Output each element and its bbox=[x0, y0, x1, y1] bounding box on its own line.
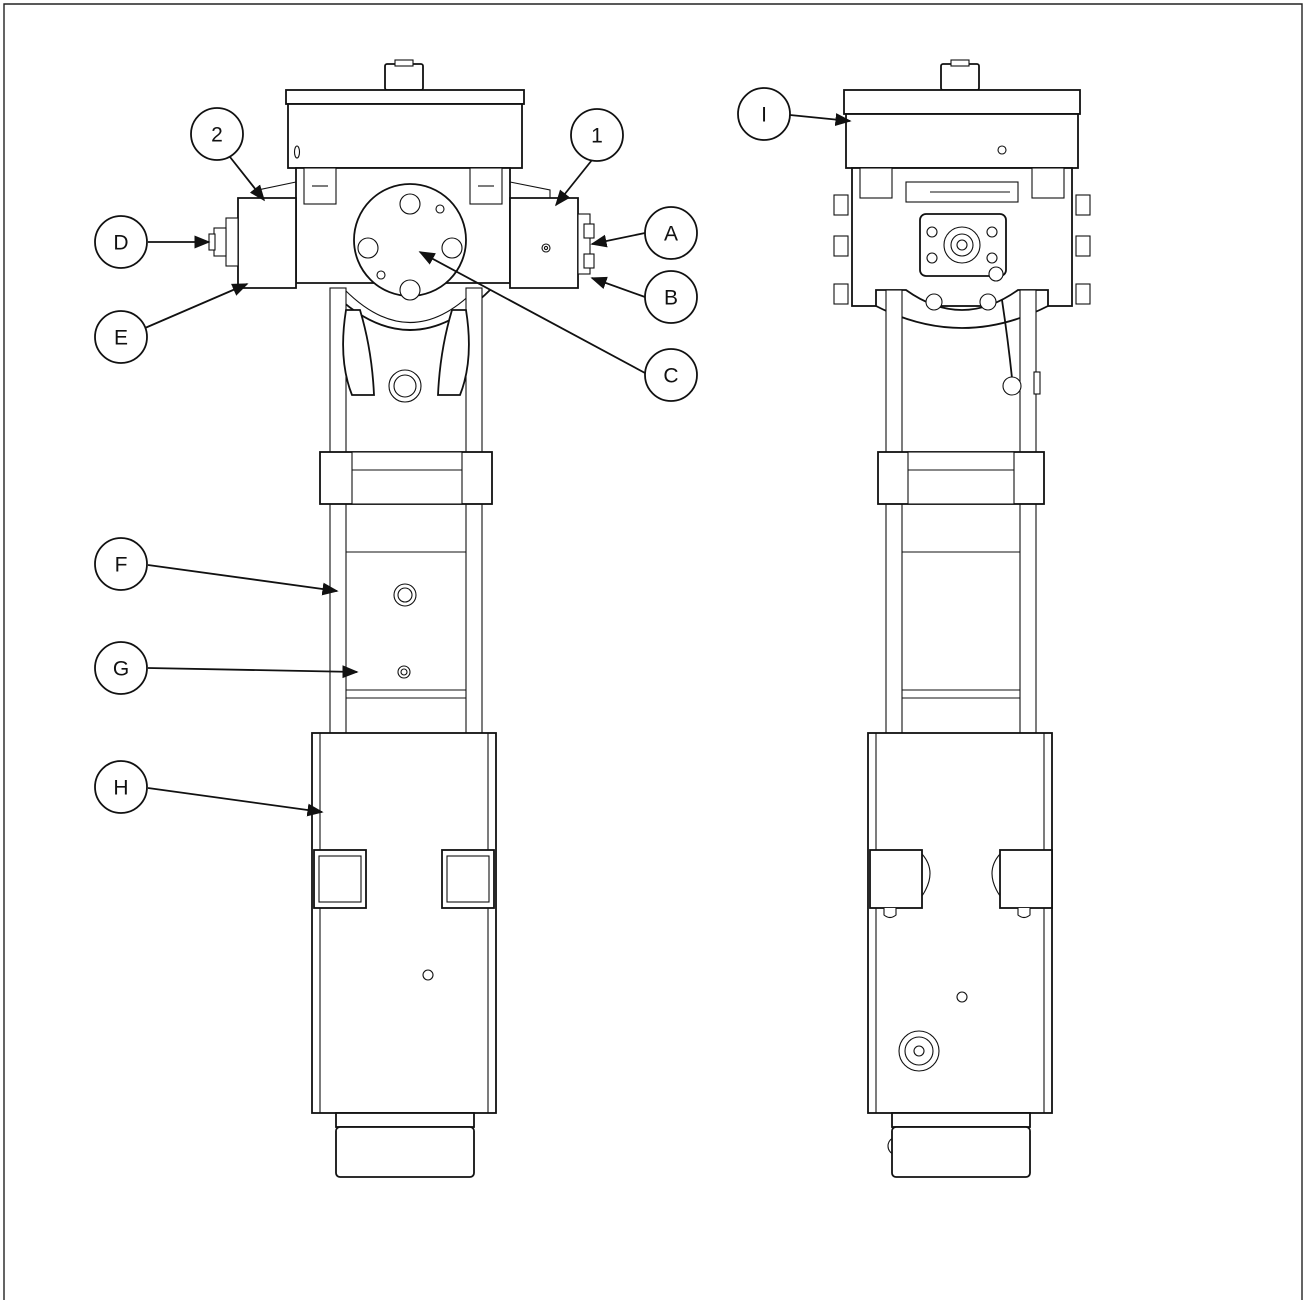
drawing-frame bbox=[3, 3, 1303, 1300]
callout-C: C bbox=[644, 348, 698, 402]
leader-2 bbox=[229, 156, 266, 202]
callout-D: D bbox=[94, 215, 148, 269]
leader-I bbox=[789, 113, 852, 126]
callout-I: I bbox=[737, 87, 791, 141]
leader-B bbox=[590, 276, 646, 298]
callout-E: E bbox=[94, 310, 148, 364]
callout-A: A bbox=[644, 206, 698, 260]
callout-text: 2 bbox=[211, 124, 223, 147]
right-view bbox=[833, 59, 1091, 1178]
callout-text: F bbox=[115, 554, 128, 577]
callout-text: C bbox=[663, 365, 678, 388]
leader-E bbox=[144, 283, 249, 329]
callout-text: G bbox=[113, 658, 129, 681]
callout-text: A bbox=[664, 223, 678, 246]
leader-G bbox=[147, 665, 359, 679]
callout-text: 1 bbox=[591, 125, 603, 148]
callout-2: 2 bbox=[190, 107, 244, 161]
leader-1 bbox=[554, 159, 593, 207]
callout-H: H bbox=[94, 760, 148, 814]
callout-text: D bbox=[113, 232, 128, 255]
left-view bbox=[208, 59, 595, 1178]
callout-text: E bbox=[114, 327, 128, 350]
callout-G: G bbox=[94, 641, 148, 695]
leader-A bbox=[590, 232, 646, 248]
callouts: 2 1 D A B E C F bbox=[94, 87, 791, 814]
leader-C bbox=[418, 251, 646, 374]
callout-1: 1 bbox=[570, 108, 624, 162]
callout-B: B bbox=[644, 270, 698, 324]
leader-F bbox=[147, 564, 339, 596]
leader-H bbox=[147, 787, 324, 817]
callout-text: H bbox=[113, 777, 128, 800]
callout-F: F bbox=[94, 537, 148, 591]
callout-text: I bbox=[761, 104, 767, 127]
leader-lines bbox=[144, 113, 852, 817]
callout-text: B bbox=[664, 287, 678, 310]
